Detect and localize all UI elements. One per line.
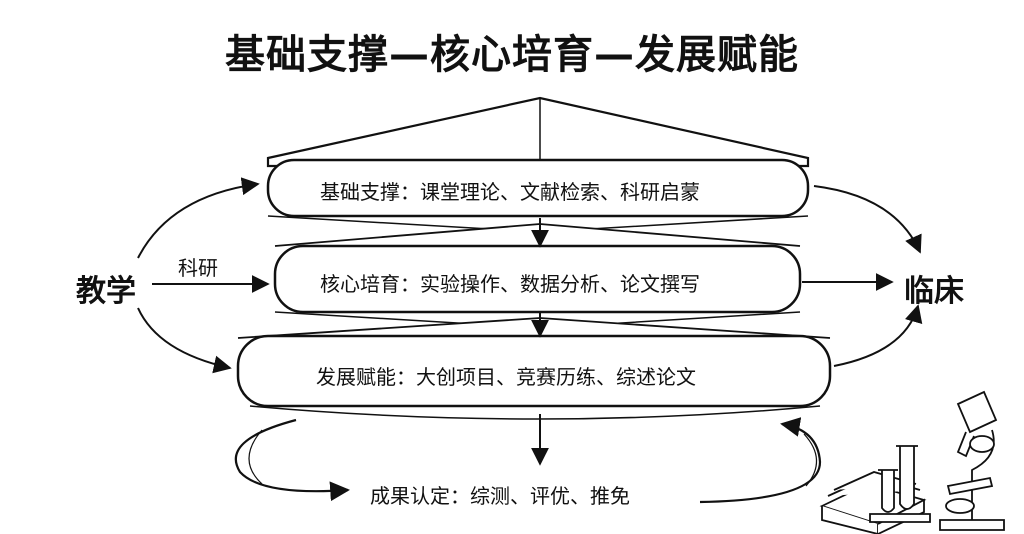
layer-foundation-text: 基础支撑：课堂理论、文献检索、科研启蒙 [320,180,700,204]
research-label: 科研 [178,256,218,280]
cycle-arrow-right [699,417,822,504]
arrow-development-to-clinic [833,304,923,367]
roof-shape [266,96,810,168]
layer-foundation-box [266,158,810,218]
arrow-foundation-to-clinic [813,185,922,254]
arrow-teaching-to-development [137,307,232,374]
clinic-label: 临床 [904,274,964,309]
layer-development-text: 发展赋能：大创项目、竞赛历练、综述论文 [316,365,696,389]
layer-core-text: 核心培育：实验操作、数据分析、论文撰写 [320,272,700,296]
page-title: 基础支撑—核心培育—发展赋能 [225,32,799,78]
outcome-text: 成果认定：综测、评优、推免 [370,484,630,508]
cycle-arrow-left [234,418,350,502]
arrow-teaching-to-foundation [137,177,260,259]
microscope-icon [939,390,1005,531]
test-tubes-icon [869,445,931,523]
teaching-label: 教学 [76,274,136,309]
